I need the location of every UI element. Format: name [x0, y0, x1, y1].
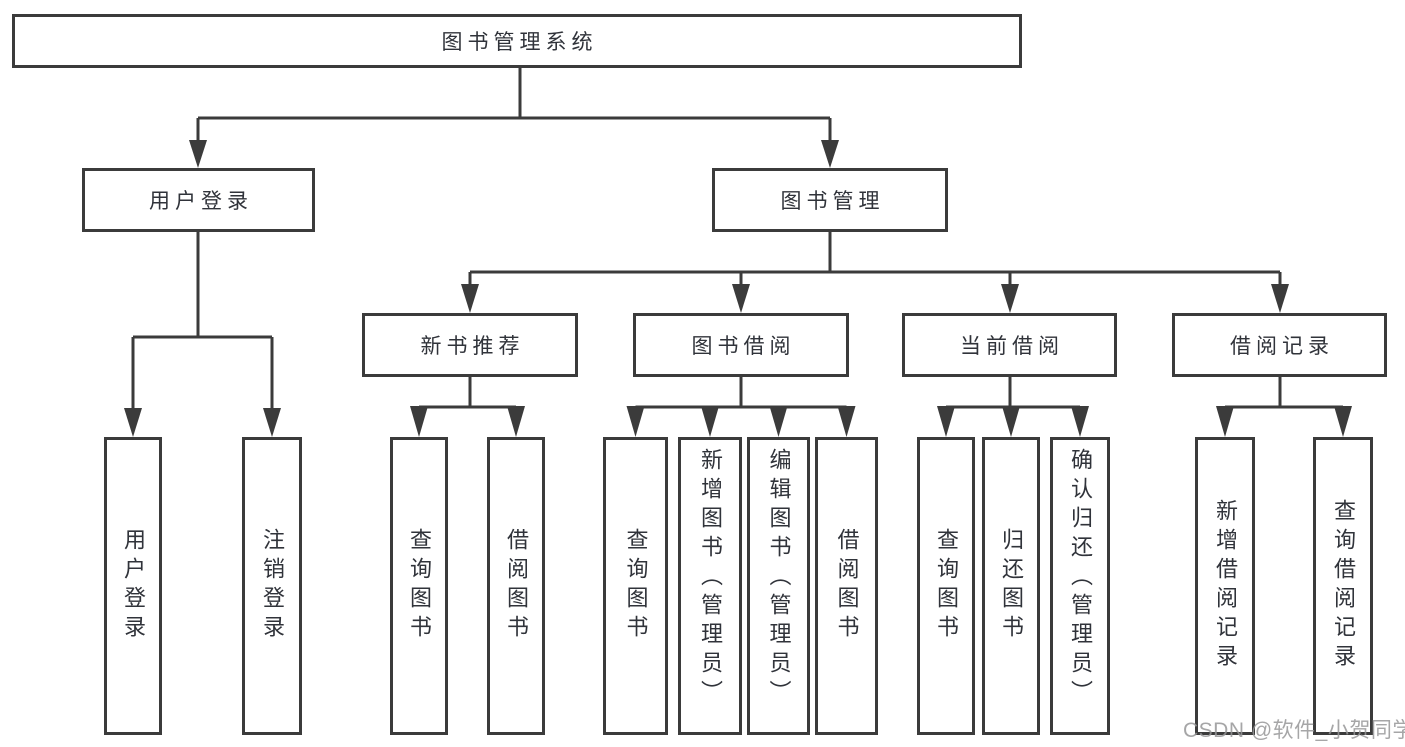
node-user-login: 用户登录 — [82, 168, 315, 232]
leaf-confirm-return-admin: 确认归还（管理员） — [1050, 437, 1110, 735]
leaf-logout: 注销登录 — [242, 437, 302, 735]
leaf-add-borrow-record: 新增借阅记录 — [1195, 437, 1255, 735]
leaf-logout-label: 注销登录 — [260, 528, 285, 644]
arrowhead — [1071, 406, 1089, 437]
node-new-book-recommend: 新书推荐 — [362, 313, 578, 377]
leaf-add-books-admin: 新增图书（管理员） — [678, 437, 742, 735]
arrowhead — [701, 406, 719, 437]
leaf-confirm-return-admin-label: 确认归还（管理员） — [1068, 448, 1093, 709]
leaf-query-books-borrowing-label: 查询图书 — [623, 528, 649, 644]
leaf-add-books-admin-label: 新增图书（管理员） — [698, 448, 723, 709]
leaf-query-books-current-label: 查询图书 — [934, 528, 959, 644]
connector-user-login-to-leaves — [124, 232, 281, 437]
connector-line — [131, 232, 274, 412]
arrowhead — [124, 408, 142, 437]
connector-line — [946, 377, 1080, 409]
arrowhead — [1002, 406, 1020, 437]
arrowhead — [1001, 284, 1019, 313]
node-root: 图书管理系统 — [12, 14, 1022, 68]
leaf-query-books-borrowing: 查询图书 — [603, 437, 668, 735]
connector-line — [635, 377, 847, 409]
leaf-return-books-label: 归还图书 — [999, 528, 1024, 644]
arrowhead — [626, 406, 645, 437]
arrowhead — [937, 406, 955, 437]
leaf-query-borrow-record: 查询借阅记录 — [1313, 437, 1373, 735]
connector-root-to-level2 — [189, 67, 839, 168]
connector-line — [419, 377, 516, 409]
node-book-management-label: 图书管理 — [780, 190, 885, 213]
node-user-login-label: 用户登录 — [149, 190, 253, 213]
connector-new-book-recommend-to-leaves — [410, 377, 525, 437]
node-borrowing-records: 借阅记录 — [1172, 313, 1387, 377]
connector-line — [1225, 377, 1343, 409]
connector-book-borrowing-to-leaves — [626, 377, 856, 437]
leaf-query-books-recommend-label: 查询图书 — [407, 528, 432, 644]
arrowhead — [1216, 406, 1234, 437]
watermark: CSDN @软件_小贺同学 — [1183, 719, 1405, 742]
leaf-query-books-current: 查询图书 — [917, 437, 975, 735]
connector-current-borrowing-to-leaves — [937, 377, 1089, 437]
connector-borrowing-records-to-leaves — [1216, 377, 1352, 437]
leaf-user-login: 用户登录 — [104, 437, 162, 735]
arrowhead — [189, 140, 207, 168]
node-new-book-recommend-label: 新书推荐 — [420, 335, 525, 358]
leaf-user-login-label: 用户登录 — [121, 528, 146, 644]
arrowhead — [732, 284, 750, 313]
leaf-borrow-books-recommend-label: 借阅图书 — [504, 528, 529, 644]
node-current-borrowing: 当前借阅 — [902, 313, 1117, 377]
node-book-borrowing-label: 图书借阅 — [691, 335, 796, 358]
leaf-borrow-books-borrowing: 借阅图书 — [815, 437, 878, 735]
leaf-add-borrow-record-label: 新增借阅记录 — [1213, 499, 1238, 673]
leaf-edit-books-admin: 编辑图书（管理员） — [747, 437, 810, 735]
arrowhead — [410, 406, 428, 437]
leaf-borrow-books-recommend: 借阅图书 — [487, 437, 545, 735]
leaf-edit-books-admin-label: 编辑图书（管理员） — [766, 448, 792, 709]
arrowhead — [1271, 284, 1289, 313]
arrowhead — [507, 406, 525, 437]
leaf-borrow-books-borrowing-label: 借阅图书 — [834, 528, 860, 644]
arrowhead — [769, 406, 788, 437]
leaf-return-books: 归还图书 — [982, 437, 1040, 735]
arrowhead — [821, 140, 839, 168]
arrowhead — [263, 408, 281, 437]
arrowhead — [461, 284, 479, 313]
leaf-query-borrow-record-label: 查询借阅记录 — [1331, 499, 1356, 673]
leaf-query-books-recommend: 查询图书 — [390, 437, 448, 735]
node-book-borrowing: 图书借阅 — [633, 313, 849, 377]
node-borrowing-records-label: 借阅记录 — [1230, 335, 1334, 358]
node-current-borrowing-label: 当前借阅 — [960, 335, 1064, 358]
arrowhead — [1334, 406, 1352, 437]
node-book-management: 图书管理 — [712, 168, 948, 232]
connector-line — [468, 232, 1282, 288]
connector-book-management-to-level3 — [461, 232, 1289, 313]
arrowhead — [837, 406, 856, 437]
connector-line — [196, 67, 832, 144]
node-root-label: 图书管理系统 — [441, 31, 598, 54]
